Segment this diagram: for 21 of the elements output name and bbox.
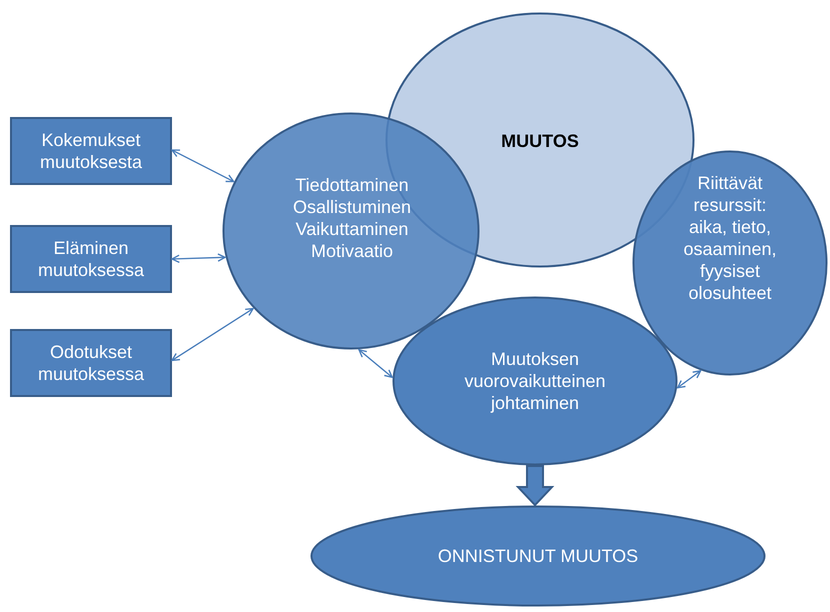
double-arrow	[358, 349, 393, 378]
block-arrow	[516, 465, 554, 506]
double-arrow	[171, 308, 254, 362]
node-label: Kokemukset muutoksesta	[38, 129, 144, 173]
node-label: Eläminen muutoksessa	[36, 237, 146, 281]
process-box	[10, 117, 172, 185]
ellipse-node	[632, 150, 828, 376]
node-label: Odotukset muutoksessa	[36, 341, 146, 385]
ellipse-node	[222, 112, 480, 350]
process-box	[10, 225, 172, 293]
ellipse-node	[310, 505, 766, 607]
process-box	[10, 329, 172, 397]
node-label: Riittävät resurssit: aika, tieto, osaaminen, fyysiset olosuhteet	[682, 172, 778, 304]
double-arrow	[676, 370, 702, 388]
node-label: Muutoksen vuorovaikutteinen johtaminen	[463, 348, 607, 414]
double-arrow	[171, 253, 226, 264]
node-label: MUUTOS	[500, 130, 580, 152]
ellipse-node	[392, 296, 678, 466]
double-arrow	[171, 149, 234, 182]
node-label: ONNISTUNUT MUUTOS	[436, 545, 640, 567]
node-label: Tiedottaminen Osallistuminen Vaikuttaminen Motivaatio	[292, 174, 412, 262]
